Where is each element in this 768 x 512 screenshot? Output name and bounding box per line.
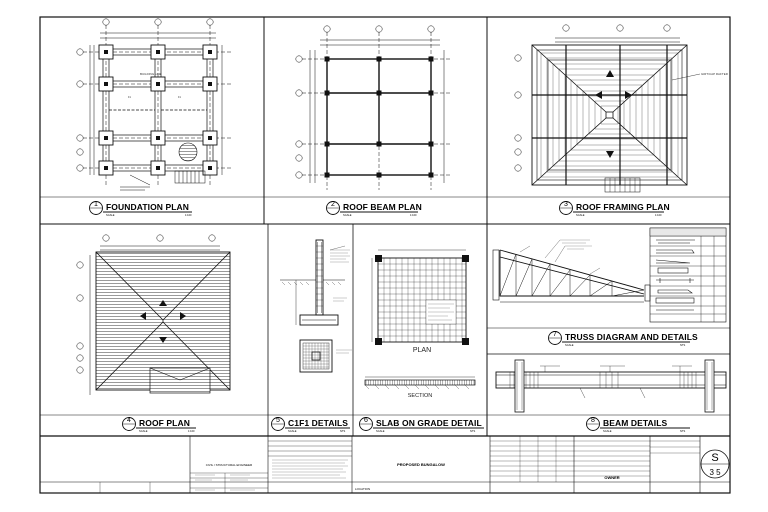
view-scale-label-5: SCALE: [288, 429, 297, 433]
svg-text:BUILDING LINE: BUILDING LINE: [140, 72, 162, 76]
view-title-text-7: TRUSS DIAGRAM AND DETAILS: [565, 332, 698, 342]
view-title-text-6: SLAB ON GRADE DETAIL: [376, 418, 482, 428]
svg-text:F1: F1: [178, 96, 182, 99]
slab-section-label: SECTION: [408, 393, 432, 399]
view-scale-value-7: NTS: [680, 343, 685, 347]
view-scale-value-2: 1:100: [410, 213, 417, 217]
view-scale-value-8: NTS: [680, 429, 685, 433]
view-scale-value-6: NTS: [470, 429, 475, 433]
roof-beam-plan-drawing: [295, 25, 450, 190]
project-title: PROPOSED BUNGALOW: [397, 462, 445, 467]
view-title-7: 7 TRUSS DIAGRAM AND DETAILS SCALE NTS: [548, 331, 698, 347]
view-title-4: 4 ROOF PLAN SCALE 1:100: [122, 417, 196, 433]
location-label: LOCATION: [355, 487, 370, 491]
view-number-6: 6: [364, 417, 368, 424]
engineer-label: CIVIL / STRUCTURAL ENGINEER: [206, 463, 253, 467]
view-title-2: 2 ROOF BEAM PLAN SCALE 1:100: [326, 201, 422, 217]
view-title-text-3: ROOF FRAMING PLAN: [576, 202, 670, 212]
c1f1-details-drawing: [280, 239, 352, 373]
view-scale-value-4: 1:100: [188, 429, 195, 433]
slab-plan-label: PLAN: [413, 347, 431, 354]
beam-details-drawing: [495, 359, 727, 413]
view-scale-label-1: SCALE: [106, 213, 115, 217]
view-title-text-1: FOUNDATION PLAN: [106, 202, 189, 212]
roof-plan-drawing: [76, 234, 231, 395]
view-title-8: 8 BEAM DETAILS SCALE NTS: [586, 417, 690, 433]
view-title-3: 3 ROOF FRAMING PLAN SCALE 1:100: [559, 201, 670, 217]
view-number-7: 7: [553, 331, 557, 338]
view-scale-value-5: NTS: [340, 429, 345, 433]
view-title-text-5: C1F1 DETAILS: [288, 418, 348, 428]
view-title-text-8: BEAM DETAILS: [603, 418, 668, 428]
view-number-1: 1: [94, 201, 98, 208]
owner-label: OWNER: [604, 475, 619, 480]
view-scale-label-8: SCALE: [603, 429, 612, 433]
title-block: [40, 436, 730, 493]
view-title-1: 1 FOUNDATION PLAN SCALE 1:100: [89, 201, 192, 217]
view-scale-label-7: SCALE: [565, 343, 574, 347]
view-title-5: 5 C1F1 DETAILS SCALE NTS: [271, 417, 350, 433]
view-number-5: 5: [276, 417, 280, 424]
sheet-of-total: 3 5: [709, 468, 721, 477]
view-scale-label-3: SCALE: [576, 213, 585, 217]
svg-text:F1: F1: [128, 96, 132, 99]
view-scale-value-3: 1:100: [655, 213, 662, 217]
sheet-frame: [39, 16, 731, 494]
view-number-2: 2: [331, 201, 335, 208]
view-number-8: 8: [591, 417, 595, 424]
roof-framing-plan-drawing: GIRT/CAP RAFTER: [514, 24, 729, 193]
foundation-plan-drawing: BUILDING LINE F1 F1: [76, 18, 232, 191]
view-scale-label-4: SCALE: [139, 429, 148, 433]
view-title-text-4: ROOF PLAN: [139, 418, 190, 428]
view-scale-label-6: SCALE: [376, 429, 385, 433]
truss-diagram-drawing: [492, 227, 727, 323]
slab-on-grade-drawing: [364, 249, 476, 390]
view-scale-value-1: 1:100: [185, 213, 192, 217]
sheet-number: S: [711, 452, 718, 464]
view-title-6: 6 SLAB ON GRADE DETAIL SCALE NTS: [359, 417, 484, 433]
view-number-3: 3: [564, 201, 568, 208]
view-number-4: 4: [127, 417, 131, 424]
view-scale-label-2: SCALE: [343, 213, 352, 217]
svg-text:GIRT/CAP RAFTER: GIRT/CAP RAFTER: [701, 72, 729, 76]
view-title-text-2: ROOF BEAM PLAN: [343, 202, 422, 212]
